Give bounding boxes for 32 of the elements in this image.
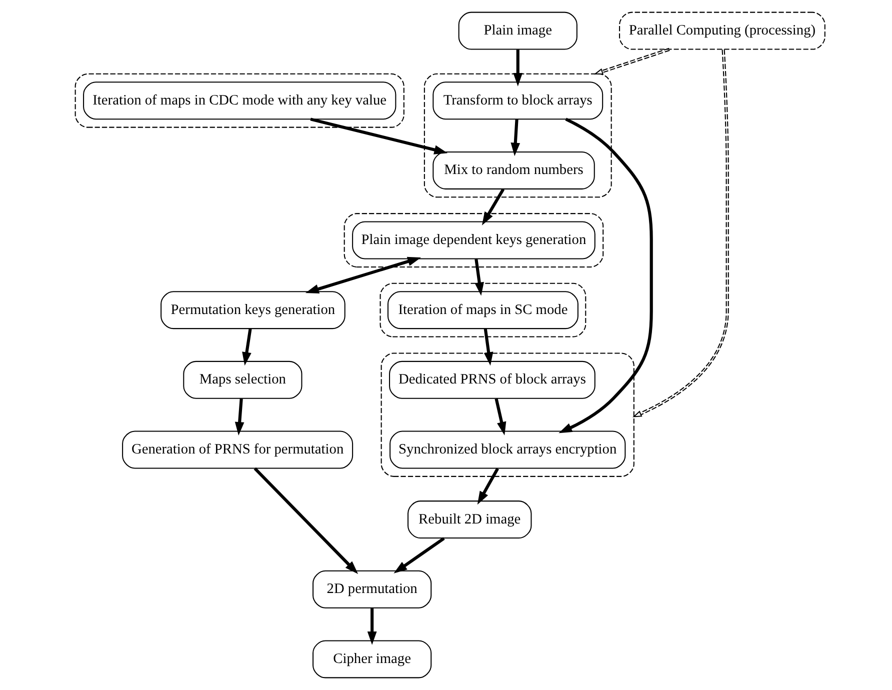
arrow: [484, 328, 494, 366]
arrow: [367, 608, 377, 645]
arrow: [477, 468, 499, 505]
arrow: [494, 398, 506, 436]
node-box: Iteration of maps in SC mode: [387, 291, 578, 330]
arrow: [558, 118, 653, 434]
arrow: [254, 467, 358, 574]
arrow: [242, 328, 252, 366]
arrow: [594, 48, 670, 75]
arrow: [234, 398, 244, 436]
node-box: Transform to block arrays: [432, 82, 604, 120]
arrow: [482, 188, 505, 226]
node-box: Iteration of maps in CDC mode with any key value: [83, 82, 396, 120]
node-box: Maps selection: [183, 360, 302, 399]
cluster: [74, 73, 404, 128]
node-box: Rebuilt 2D image: [408, 500, 532, 539]
arrow: [510, 119, 520, 156]
arrow: [394, 537, 445, 574]
arrow: [632, 50, 729, 418]
arrow: [513, 50, 523, 86]
node-box: Plain image dependent keys generation: [352, 221, 596, 260]
arrow: [474, 258, 484, 296]
node-box: Cipher image: [312, 640, 432, 678]
node-box: Permutation keys generation: [160, 291, 346, 330]
node-box: Mix to random numbers: [432, 151, 595, 190]
node-box: Generation of PRNS for permutation: [122, 430, 354, 469]
node-box: Synchronized block arrays encryption: [390, 430, 626, 469]
arrow: [305, 256, 422, 294]
node-box: 2D permutation: [312, 570, 432, 608]
node-box: Parallel Computing (processing): [619, 12, 826, 50]
node-box: Plain image: [458, 12, 578, 50]
node-box: Dedicated PRNS of block arrays: [389, 360, 596, 399]
